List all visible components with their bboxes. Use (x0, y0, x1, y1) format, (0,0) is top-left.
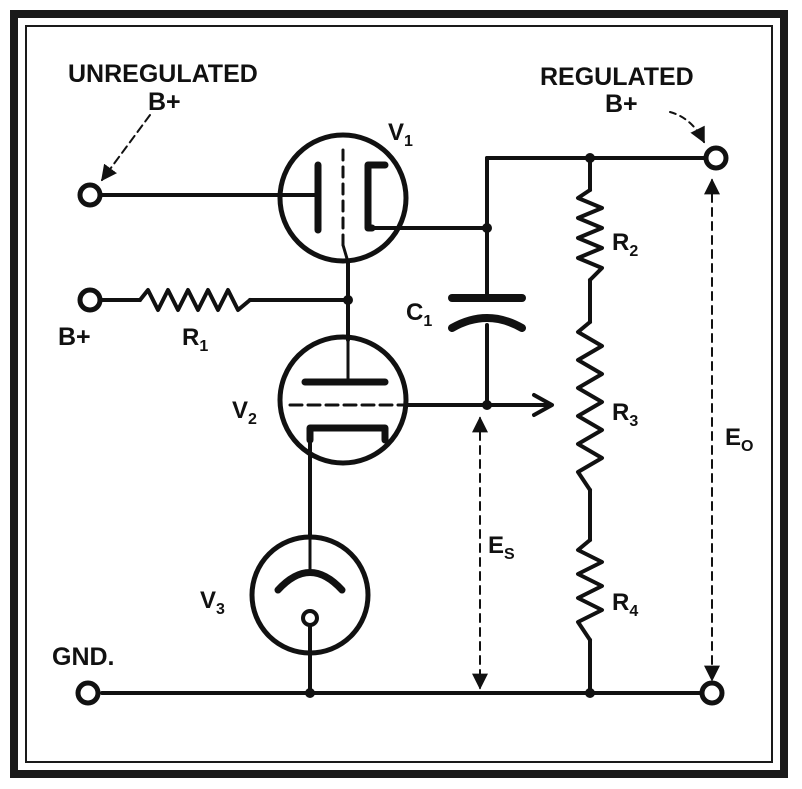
v1-label: V1 (388, 119, 413, 150)
v3-label: V3 (200, 587, 225, 618)
bplus-label: B+ (58, 323, 91, 351)
r4-label: R4 (612, 589, 638, 620)
terminal-icon (75, 680, 101, 706)
unregulated-bplus-label: B+ (148, 88, 181, 116)
r2-label: R2 (612, 229, 638, 260)
terminal-icon (703, 145, 729, 171)
diagram-frame (10, 10, 788, 778)
eo-label: EO (725, 424, 753, 455)
regulated-pointer-arrow (669, 111, 705, 144)
terminal-icon (77, 182, 103, 208)
junction-dot (482, 400, 492, 410)
r1-label: R1 (182, 324, 208, 355)
r3-label: R3 (612, 399, 638, 430)
regulated-bplus-label: B+ (605, 90, 638, 118)
capacitor-icon (448, 294, 526, 332)
voltage-regulator-tube-icon (249, 533, 371, 656)
junction-dot (343, 295, 353, 305)
unregulated-label: UNREGULATED (68, 60, 258, 88)
c1-label: C1 (406, 299, 432, 330)
gnd-label: GND. (52, 643, 115, 671)
wire-wiper-arrowhead (532, 393, 554, 417)
diagram-inner-border (25, 25, 773, 763)
terminal-icon (77, 287, 103, 313)
v2-label: V2 (232, 397, 257, 428)
es-label: ES (488, 532, 515, 563)
resistor-icon (576, 538, 604, 642)
twin-triode-tube-icon (277, 132, 409, 264)
junction-dot (482, 223, 492, 233)
resistor-icon (576, 320, 604, 492)
unregulated-pointer-arrow (101, 114, 151, 182)
pentode-tube-icon (277, 334, 410, 466)
resistor-icon (138, 288, 252, 312)
terminal-icon (699, 680, 725, 706)
regulated-label: REGULATED (540, 63, 694, 91)
resistor-icon (576, 188, 604, 282)
junction-dot (305, 688, 315, 698)
junction-dot (585, 688, 595, 698)
junction-dot (585, 153, 595, 163)
